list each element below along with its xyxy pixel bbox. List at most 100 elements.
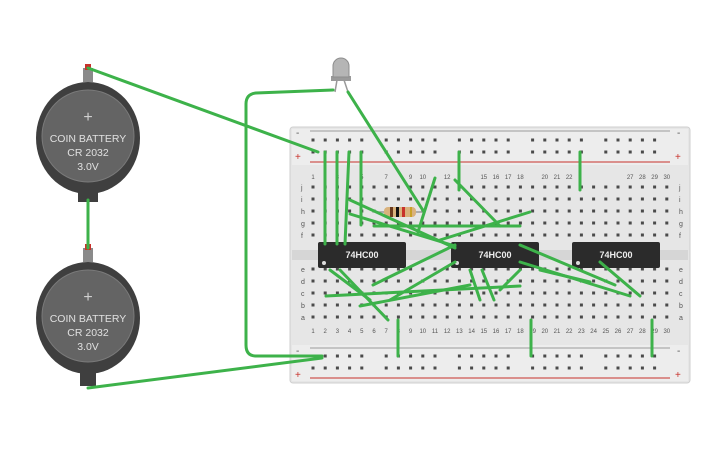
- breadboard-hole[interactable]: [506, 233, 510, 237]
- breadboard-hole[interactable]: [348, 291, 352, 295]
- breadboard-hole[interactable]: [409, 279, 413, 283]
- breadboard-hole[interactable]: [433, 315, 437, 319]
- breadboard-hole[interactable]: [628, 197, 632, 201]
- breadboard-hole[interactable]: [579, 197, 583, 201]
- breadboard-hole[interactable]: [518, 303, 522, 307]
- breadboard-hole[interactable]: [335, 279, 339, 283]
- breadboard-hole[interactable]: [335, 303, 339, 307]
- rail-hole[interactable]: [579, 354, 583, 358]
- rail-hole[interactable]: [494, 354, 498, 358]
- breadboard-hole[interactable]: [311, 185, 315, 189]
- breadboard-hole[interactable]: [396, 315, 400, 319]
- rail-hole[interactable]: [653, 366, 657, 370]
- breadboard-hole[interactable]: [470, 209, 474, 213]
- breadboard-hole[interactable]: [348, 303, 352, 307]
- breadboard-hole[interactable]: [555, 233, 559, 237]
- breadboard-hole[interactable]: [445, 221, 449, 225]
- breadboard-hole[interactable]: [653, 267, 657, 271]
- breadboard-hole[interactable]: [445, 303, 449, 307]
- chip-74hc00-3[interactable]: 74HC00: [572, 242, 660, 268]
- rail-hole[interactable]: [384, 366, 388, 370]
- rail-hole[interactable]: [348, 354, 352, 358]
- breadboard-hole[interactable]: [543, 315, 547, 319]
- rail-hole[interactable]: [421, 366, 425, 370]
- wire[interactable]: [518, 243, 617, 287]
- breadboard-hole[interactable]: [665, 221, 669, 225]
- rail-hole[interactable]: [604, 150, 608, 154]
- breadboard-hole[interactable]: [555, 267, 559, 271]
- breadboard-hole[interactable]: [628, 303, 632, 307]
- breadboard-hole[interactable]: [311, 221, 315, 225]
- coin-battery-2[interactable]: + COIN BATTERY CR 2032 3.0V: [36, 244, 140, 386]
- rail-hole[interactable]: [470, 354, 474, 358]
- breadboard-hole[interactable]: [323, 279, 327, 283]
- rail-hole[interactable]: [470, 150, 474, 154]
- breadboard-hole[interactable]: [396, 303, 400, 307]
- breadboard-hole[interactable]: [445, 209, 449, 213]
- breadboard-hole[interactable]: [409, 233, 413, 237]
- breadboard-hole[interactable]: [567, 233, 571, 237]
- breadboard-hole[interactable]: [311, 267, 315, 271]
- rail-hole[interactable]: [531, 354, 535, 358]
- breadboard-hole[interactable]: [384, 185, 388, 189]
- breadboard-hole[interactable]: [457, 279, 461, 283]
- breadboard-hole[interactable]: [616, 279, 620, 283]
- breadboard-hole[interactable]: [433, 303, 437, 307]
- breadboard-hole[interactable]: [628, 185, 632, 189]
- rail-hole[interactable]: [543, 138, 547, 142]
- breadboard-hole[interactable]: [665, 209, 669, 213]
- breadboard-hole[interactable]: [457, 267, 461, 271]
- breadboard-hole[interactable]: [592, 279, 596, 283]
- breadboard-hole[interactable]: [604, 197, 608, 201]
- breadboard-hole[interactable]: [604, 233, 608, 237]
- rail-hole[interactable]: [628, 366, 632, 370]
- breadboard-hole[interactable]: [433, 267, 437, 271]
- breadboard-hole[interactable]: [531, 315, 535, 319]
- breadboard-hole[interactable]: [348, 267, 352, 271]
- breadboard-hole[interactable]: [348, 209, 352, 213]
- breadboard-hole[interactable]: [604, 303, 608, 307]
- breadboard-hole[interactable]: [457, 221, 461, 225]
- breadboard-hole[interactable]: [433, 233, 437, 237]
- breadboard-hole[interactable]: [457, 209, 461, 213]
- rail-hole[interactable]: [335, 366, 339, 370]
- breadboard-hole[interactable]: [372, 185, 376, 189]
- breadboard-hole[interactable]: [372, 233, 376, 237]
- wire[interactable]: [480, 268, 496, 302]
- wire[interactable]: [86, 356, 324, 390]
- breadboard-hole[interactable]: [592, 221, 596, 225]
- rail-hole[interactable]: [360, 366, 364, 370]
- breadboard-hole[interactable]: [531, 233, 535, 237]
- breadboard-hole[interactable]: [494, 279, 498, 283]
- breadboard-hole[interactable]: [616, 209, 620, 213]
- breadboard-hole[interactable]: [543, 185, 547, 189]
- breadboard-hole[interactable]: [494, 209, 498, 213]
- breadboard-hole[interactable]: [482, 185, 486, 189]
- breadboard-hole[interactable]: [592, 291, 596, 295]
- rail-hole[interactable]: [567, 354, 571, 358]
- breadboard-hole[interactable]: [409, 185, 413, 189]
- rail-hole[interactable]: [311, 150, 315, 154]
- rail-hole[interactable]: [470, 138, 474, 142]
- breadboard-hole[interactable]: [482, 233, 486, 237]
- breadboard-hole[interactable]: [531, 185, 535, 189]
- rail-hole[interactable]: [628, 354, 632, 358]
- breadboard-hole[interactable]: [457, 197, 461, 201]
- breadboard-hole[interactable]: [567, 291, 571, 295]
- breadboard-hole[interactable]: [531, 303, 535, 307]
- rail-hole[interactable]: [421, 138, 425, 142]
- breadboard-hole[interactable]: [494, 315, 498, 319]
- rail-hole[interactable]: [494, 150, 498, 154]
- rail-hole[interactable]: [335, 354, 339, 358]
- breadboard-hole[interactable]: [470, 267, 474, 271]
- breadboard-hole[interactable]: [592, 185, 596, 189]
- breadboard-hole[interactable]: [323, 267, 327, 271]
- breadboard-hole[interactable]: [396, 233, 400, 237]
- breadboard-hole[interactable]: [372, 221, 376, 225]
- breadboard-hole[interactable]: [506, 221, 510, 225]
- wire[interactable]: [498, 268, 522, 292]
- breadboard-hole[interactable]: [482, 303, 486, 307]
- breadboard-hole[interactable]: [653, 315, 657, 319]
- breadboard-hole[interactable]: [311, 303, 315, 307]
- rail-hole[interactable]: [457, 138, 461, 142]
